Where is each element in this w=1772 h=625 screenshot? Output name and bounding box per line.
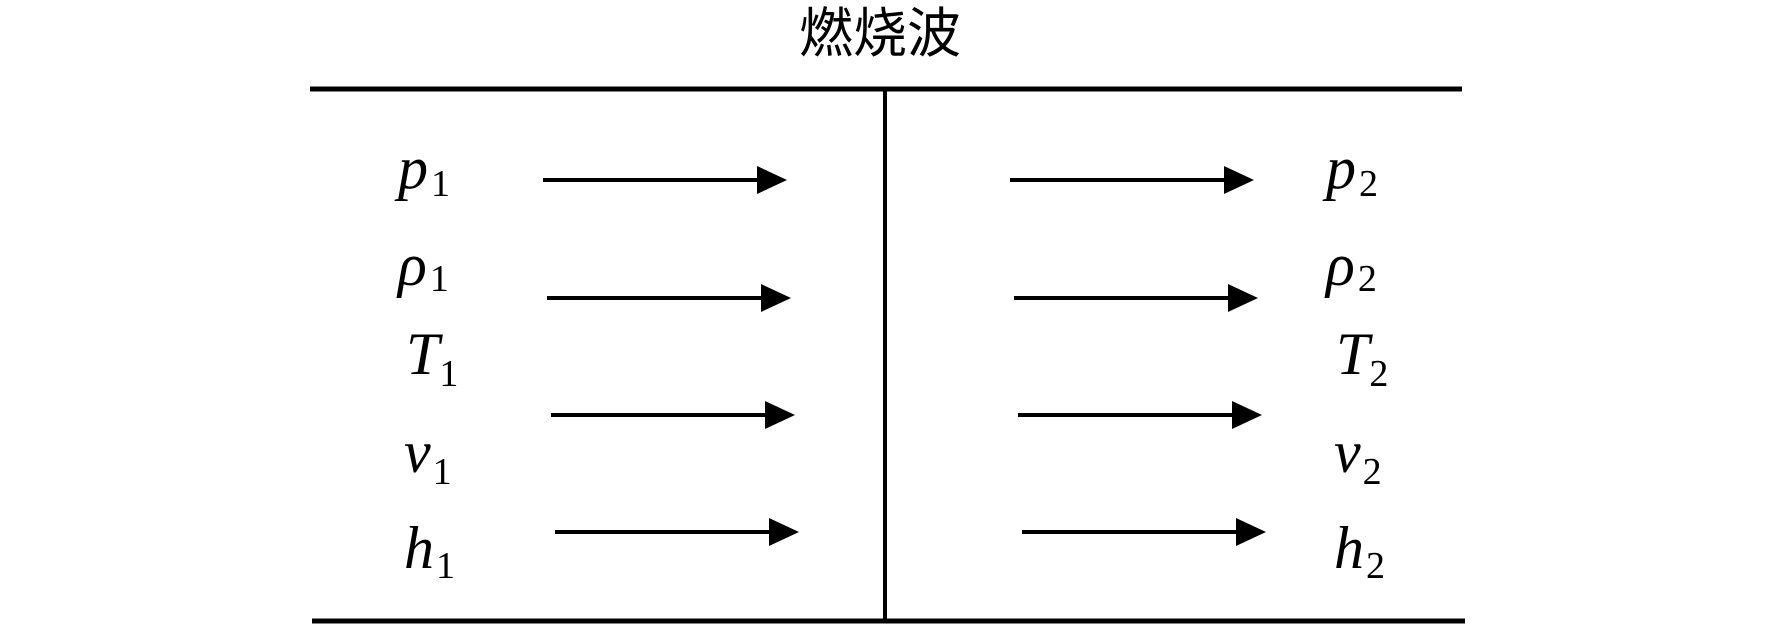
upstream-variable: T1 — [406, 321, 458, 395]
flow-arrow — [555, 518, 799, 546]
flow-arrow — [543, 166, 787, 194]
flow-arrow — [1010, 166, 1254, 194]
variable-symbol: T — [406, 321, 443, 387]
variable-subscript: 1 — [436, 545, 455, 587]
variable-symbol: ρ — [396, 232, 427, 298]
flow-arrow — [1022, 518, 1266, 546]
downstream-variables: p2 ρ2 T2 v2 h2 — [1322, 135, 1388, 587]
variable-subscript: 1 — [431, 163, 450, 205]
downstream-variable: T2 — [1336, 321, 1388, 395]
upstream-variable: p1 — [394, 135, 450, 205]
downstream-variable: p2 — [1322, 135, 1378, 205]
variable-subscript: 1 — [433, 451, 452, 493]
flow-arrow — [1014, 284, 1258, 312]
variable-symbol: h — [404, 515, 434, 581]
upstream-variable: h1 — [404, 515, 455, 587]
variable-subscript: 2 — [1363, 451, 1382, 493]
upstream-variable: ρ1 — [396, 232, 449, 300]
variable-symbol: p — [1322, 135, 1356, 201]
upstream-variable: v1 — [404, 419, 452, 493]
downstream-variable: ρ2 — [1324, 232, 1377, 300]
variable-subscript: 2 — [1359, 163, 1378, 205]
downstream-variable: v2 — [1334, 419, 1382, 493]
variable-symbol: p — [394, 135, 428, 201]
flow-arrow — [547, 284, 791, 312]
variable-symbol: T — [1336, 321, 1373, 387]
variable-symbol: ρ — [1324, 232, 1355, 298]
upstream-arrows — [543, 166, 799, 546]
variable-subscript: 1 — [430, 258, 449, 300]
variable-symbol: h — [1334, 515, 1364, 581]
downstream-variable: h2 — [1334, 515, 1385, 587]
variable-subscript: 2 — [1366, 545, 1385, 587]
diagram-title: 燃烧波 — [799, 2, 961, 65]
flow-arrow — [551, 401, 795, 429]
variable-symbol: v — [1334, 419, 1361, 485]
downstream-arrows — [1010, 166, 1266, 546]
variable-symbol: v — [404, 419, 431, 485]
upstream-variables: p1 ρ1 T1 v1 h1 — [394, 135, 458, 587]
variable-subscript: 2 — [1358, 258, 1377, 300]
variable-subscript: 1 — [439, 353, 458, 395]
flow-arrow — [1018, 401, 1262, 429]
variable-subscript: 2 — [1369, 353, 1388, 395]
